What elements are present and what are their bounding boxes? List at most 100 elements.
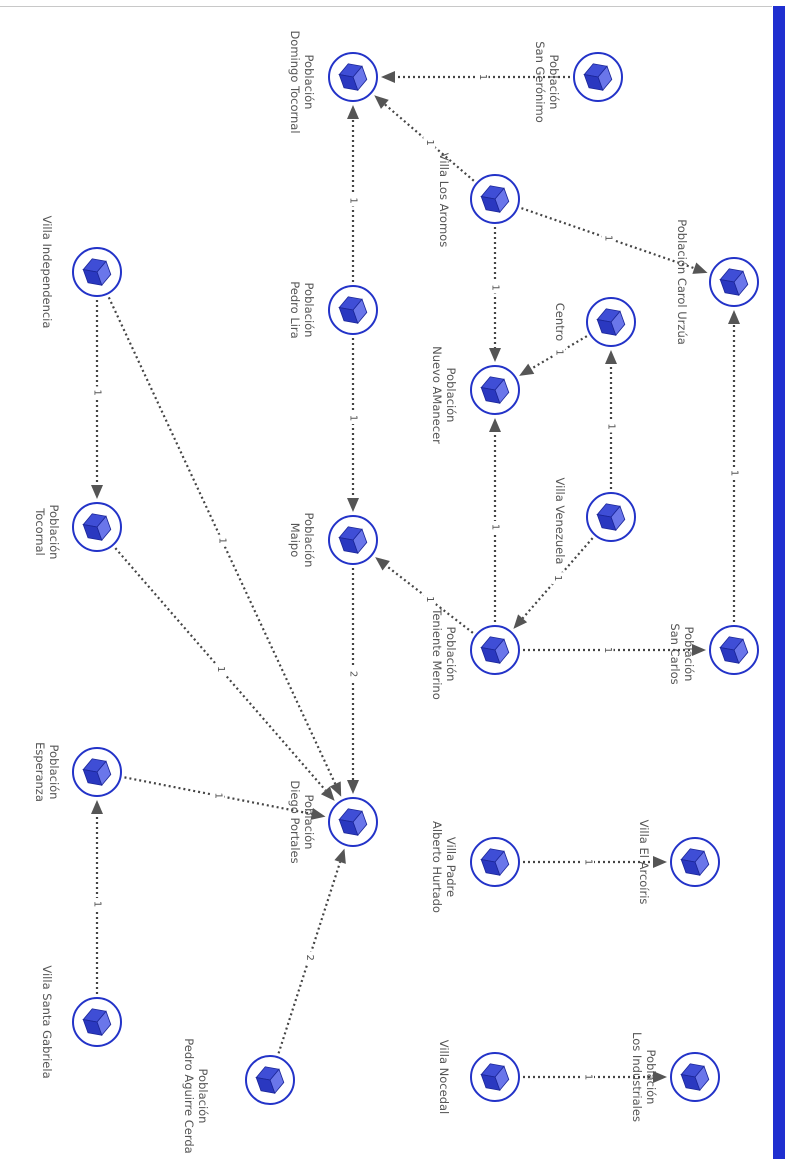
cube-icon	[338, 296, 368, 325]
node-label-line: Villa Venezuela	[553, 478, 567, 565]
edge-weight-label: 1	[602, 647, 613, 653]
edge-weight-label: 1	[217, 537, 228, 543]
node-maipo[interactable]: PoblaciónMaipo	[288, 513, 378, 568]
edge-weight-label: 1	[583, 859, 594, 865]
node-label-line: Centro	[553, 303, 567, 341]
top-divider	[0, 6, 772, 7]
node-tocornal[interactable]: PoblaciónTocornal	[33, 502, 122, 560]
arrow-head-icon	[489, 348, 501, 362]
edge: 1	[107, 296, 342, 797]
edge-label-background	[601, 644, 614, 656]
edge-weight-label: 1	[490, 284, 501, 290]
edge-label-background	[551, 572, 564, 585]
cube-icon	[82, 758, 112, 787]
edge-weight-label: 1	[602, 235, 613, 241]
node-domingo-tocornal[interactable]: PoblaciónDomingo Tocornal	[288, 30, 378, 134]
cube-icon	[338, 808, 368, 837]
node-padre-hurtado[interactable]: Villa PadreAlberto Hurtado	[430, 821, 520, 913]
edge-label-background	[347, 668, 359, 680]
edge-weight-label: 1	[213, 792, 224, 798]
edge: 1	[605, 350, 617, 489]
node-label-line: Villa Santa Gabriela	[40, 965, 54, 1078]
edge: 1	[523, 856, 667, 868]
node-esperanza[interactable]: PoblaciónEsperanza	[33, 742, 122, 802]
edge-weight-label: 2	[304, 954, 315, 960]
node-centro[interactable]: Centro	[553, 297, 636, 347]
edge-label-background	[423, 593, 436, 606]
node-el-arcoiris[interactable]: Villa El Arcoíris	[637, 820, 720, 905]
edge: 1	[374, 95, 475, 182]
node-label-line: Población	[444, 627, 458, 682]
arrow-head-icon	[347, 780, 359, 794]
node-label: PoblaciónDomingo Tocornal	[288, 30, 316, 133]
node-teniente-merino[interactable]: PoblaciónTeniente Merino	[430, 607, 520, 700]
cube-icon	[719, 636, 749, 665]
node-label-line: Población	[47, 505, 61, 560]
arrow-head-icon	[374, 95, 389, 109]
edge-label-background	[347, 194, 359, 207]
node-label: PoblaciónPedro Aguirre Cerda	[182, 1038, 210, 1153]
node-san-geronimo[interactable]: PoblaciónSan Gerónimo	[533, 41, 623, 123]
edge-weight-label: 1	[729, 470, 740, 476]
edge-weight-label: 1	[490, 524, 501, 530]
edge: 1	[489, 227, 501, 362]
node-label-line: Diego Portales	[288, 780, 302, 863]
edge: 1	[381, 71, 570, 83]
node-los-industriales[interactable]: PoblaciónLos Industriales	[630, 1032, 720, 1122]
edge-weight-label: 1	[424, 596, 435, 602]
cube-icon	[680, 848, 710, 877]
node-san-carlos[interactable]: PoblaciónSan Carlos	[668, 623, 759, 685]
cube-icon	[480, 1063, 510, 1092]
node-villa-nocedal[interactable]: Villa Nocedal	[437, 1040, 520, 1114]
node-label: Villa Independencia	[40, 216, 54, 329]
cube-icon	[480, 185, 510, 214]
node-label-line: Población	[682, 627, 696, 682]
node-nuevo-amanecer[interactable]: PoblaciónNuevo AManecer	[430, 346, 520, 444]
node-label: Villa El Arcoíris	[637, 820, 651, 905]
node-diego-portales[interactable]: PoblaciónDiego Portales	[288, 780, 378, 864]
edge-line	[530, 335, 588, 370]
node-label: PoblaciónSan Carlos	[668, 623, 696, 684]
node-label-line: Pedro Aguirre Cerda	[182, 1038, 196, 1153]
node-label-line: Domingo Tocornal	[288, 30, 302, 133]
arrow-head-icon	[489, 418, 501, 432]
node-label-line: Población	[302, 513, 316, 568]
edge-weight-label: 1	[348, 415, 359, 421]
node-pedro-aguirre-cerda[interactable]: PoblaciónPedro Aguirre Cerda	[182, 1038, 295, 1154]
node-villa-venezuela[interactable]: Villa Venezuela	[553, 478, 636, 565]
node-label-line: Maipo	[288, 523, 302, 558]
node-label-line: Población	[644, 1050, 658, 1105]
edge-label-background	[582, 1071, 594, 1083]
edge-label-background	[303, 951, 316, 964]
edge-line	[385, 564, 474, 634]
edge: 2	[277, 848, 346, 1054]
node-label-line: Población	[547, 55, 561, 110]
node-label: Villa Venezuela	[553, 478, 567, 565]
arrow-head-icon	[513, 614, 528, 629]
cube-icon	[82, 1008, 112, 1037]
arrow-head-icon	[381, 71, 395, 83]
edge: 2	[347, 568, 359, 794]
node-carol-urzua[interactable]: Población Carol Urzúa	[675, 219, 759, 345]
edge: 1	[114, 547, 335, 801]
edge-label-background	[582, 856, 594, 868]
arrow-head-icon	[310, 808, 326, 820]
node-label-line: Villa Nocedal	[437, 1040, 451, 1114]
arrow-head-icon	[692, 644, 706, 656]
cube-icon	[680, 1063, 710, 1092]
arrow-head-icon	[347, 498, 359, 512]
node-label: Villa Los Aromos	[437, 153, 451, 247]
edge: 1	[91, 800, 103, 994]
edge-label-background	[214, 663, 227, 676]
edge-weight-label: 1	[583, 1074, 594, 1080]
node-santa-gabriela[interactable]: Villa Santa Gabriela	[40, 965, 122, 1079]
node-label-line: Villa Los Aromos	[437, 153, 451, 247]
node-villa-independencia[interactable]: Villa Independencia	[40, 216, 122, 329]
node-label-line: San Gerónimo	[533, 41, 547, 123]
edge-label-background	[489, 521, 501, 533]
node-pedro-lira[interactable]: PoblaciónPedro Lira	[288, 281, 378, 339]
node-villa-los-aromos[interactable]: Villa Los Aromos	[437, 153, 520, 247]
arrow-head-icon	[728, 310, 740, 324]
node-label-line: Teniente Merino	[430, 607, 444, 699]
